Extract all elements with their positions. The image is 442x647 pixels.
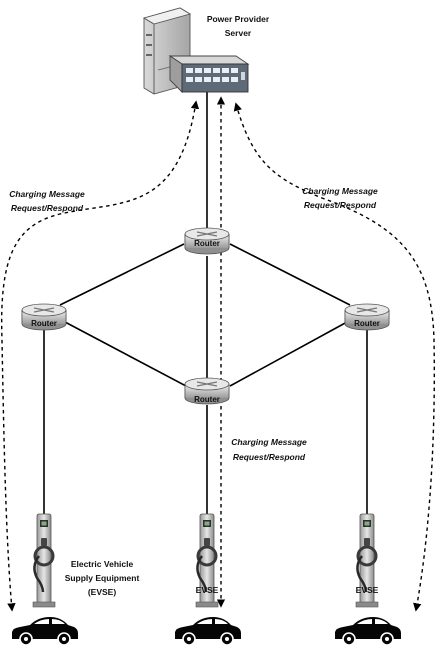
router-label: Router — [354, 319, 380, 328]
power-provider-server: Power Provider Server — [142, 7, 270, 95]
router-top: Router — [184, 227, 230, 255]
evse-label-line2: Supply Equipment — [65, 573, 140, 583]
evse-label-line1: Electric Vehicle — [71, 559, 134, 569]
evse-description: Electric Vehicle Supply Equipment (EVSE) — [65, 559, 140, 597]
message-label-center: Charging Message Request/Respond — [231, 437, 307, 462]
evse-label-right: EVSE — [356, 585, 379, 595]
message-label-line2: Request/Respond — [304, 200, 377, 210]
ev-charger-icon — [31, 512, 57, 609]
message-flow-left — [0, 100, 200, 612]
network-switch-icon — [168, 55, 250, 94]
message-label-left: Charging Message Request/Respond — [9, 189, 85, 213]
message-label-line2: Request/Respond — [233, 452, 306, 462]
evse-label-line3: (EVSE) — [88, 587, 117, 597]
message-flows — [0, 96, 436, 612]
evse-label-center: EVSE — [196, 585, 219, 595]
car-icon — [174, 616, 242, 646]
evse-left — [31, 512, 57, 609]
message-label-line1: Charging Message — [231, 437, 307, 447]
router-label: Router — [194, 395, 220, 404]
car-center — [174, 616, 242, 646]
network-links — [43, 90, 368, 515]
message-label-line2: Request/Respond — [11, 203, 84, 213]
message-flow-right — [233, 102, 436, 612]
router-left: Router — [21, 303, 67, 331]
server-label-line1: Power Provider — [207, 14, 270, 24]
router-label: Router — [31, 319, 57, 328]
car-right — [334, 616, 402, 646]
link-right-center-router — [229, 321, 348, 387]
link-top-right-router — [229, 243, 351, 306]
message-label-line1: Charging Message — [9, 189, 85, 199]
car-left — [11, 616, 79, 646]
message-label-line1: Charging Message — [302, 186, 378, 196]
link-left-center-router — [64, 321, 187, 387]
router-right: Router — [344, 303, 390, 331]
car-icon — [11, 616, 79, 646]
link-top-left-router — [59, 243, 185, 306]
message-label-right: Charging Message Request/Respond — [302, 186, 378, 210]
car-icon — [334, 616, 402, 646]
server-label-line2: Server — [225, 28, 252, 38]
router-label: Router — [194, 239, 220, 248]
router-center: Router — [184, 377, 230, 405]
